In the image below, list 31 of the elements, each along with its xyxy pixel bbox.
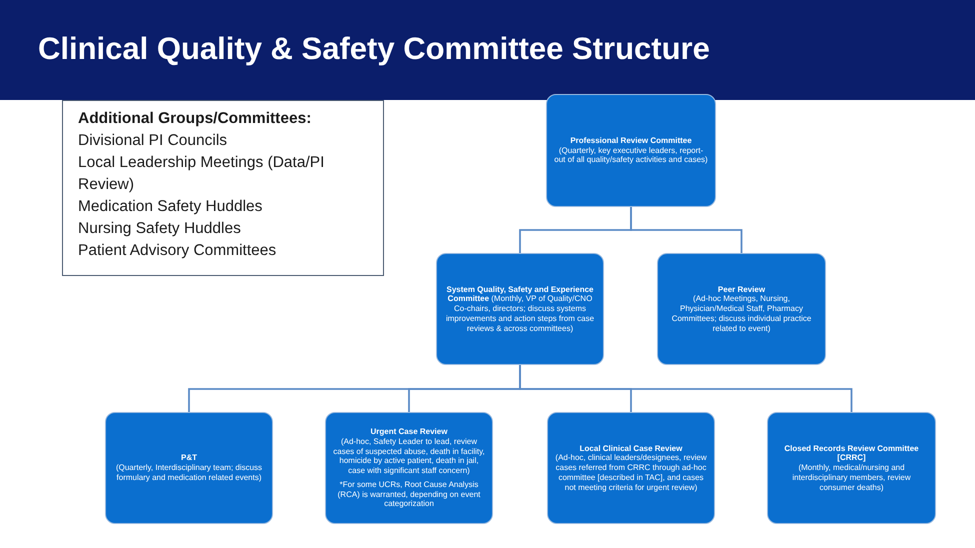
committee-description: (Quarterly, Interdisciplinary team; discuss formulary and medication related events) [114,463,264,483]
committee-name: Local Clinical Case Review [580,444,682,454]
committee-name: Urgent Case Review [370,427,448,437]
committee-box [546,94,716,207]
committee-box [767,412,936,524]
committee-description: (Quarterly, key executive leaders, report-out of all quality/safety activities and cases) [554,146,708,166]
connector-line [519,365,852,412]
committee-name: Peer Review [718,284,766,294]
info-box [62,100,384,276]
committee-description: (Monthly, medical/nursing and interdisciplinary members, review consumer deaths) [791,463,912,492]
footnote-text: *For some UCRs, Root Cause Analysis (RCA) is warranted, depending on event categorization [336,480,482,509]
committee-name: Closed Records Review Committee [CRRC] [783,444,920,464]
committee-box [657,253,826,365]
diagram-title: Clinical Quality & Safety Committee Structure [38,31,710,67]
connector-line [630,207,742,253]
committee-box [547,412,715,524]
list-item: Divisional PI Councils [78,131,228,151]
committee-description: (Ad-hoc Meetings, Nursing, Physician/Medical Staff, Pharmacy Committees; discuss individual practice related to event) [670,294,812,334]
list-item: Nursing Safety Huddles [78,219,242,239]
committee-name: P&T [181,453,197,464]
committee-description: (Ad-hoc, clinical leaders/designees, review cases referred from CRRC through ad-hoc committee [described in TAC], and cases not meeting criteria for urgent review) [555,453,707,492]
committee-name: Professional Review Committee [570,136,692,146]
committee-box [436,253,604,365]
committee-description: (Ad-hoc, Safety Leader to lead, review cases of suspected abuse, death in facility, homicide by active patient, death in jail, case with significant staff concern) [333,436,485,476]
list-item: Local Leadership Meetings (Data/PI Review) [78,153,326,195]
committee-box [105,412,273,524]
list-heading: Additional Groups/Committees: [78,109,312,129]
list-item: Patient Advisory Committees [78,241,278,261]
committee-description: System Quality, Safety and Experience Committee (Monthly, VP of Quality/CNO Co-chairs, directors; discuss systems improvements and action steps from case reviews & across committees) [444,284,596,334]
list-item: Medication Safety Huddles [78,197,264,217]
committee-box [325,412,493,524]
